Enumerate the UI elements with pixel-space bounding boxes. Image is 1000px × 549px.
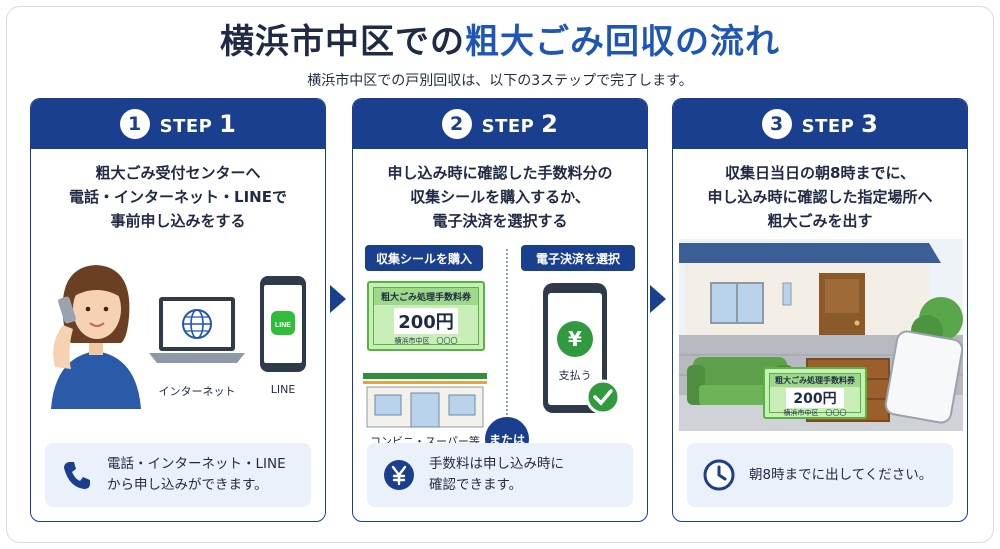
step-3-note: 朝8時までに出してください。 xyxy=(687,443,953,507)
step-3-label: STEP 3 xyxy=(801,110,879,138)
step-2-note: 手数料は申し込み時に 確認できます。 xyxy=(367,443,633,507)
tag-electronic-payment: 電子決済を選択 xyxy=(521,245,635,271)
tag-buy-sticker: 収集シールを購入 xyxy=(365,245,483,271)
convenience-store-illustration xyxy=(363,373,487,428)
step-2-label: STEP 2 xyxy=(481,110,559,138)
fee-ticket: 粗大ごみ処理手数料券 200円 横浜市中区 〇〇〇 xyxy=(367,281,485,351)
step-2-description: 申し込み時に確認した手数料分の 収集シールを購入するか、 電子決済を選択する xyxy=(387,164,613,230)
step-1-label: STEP 1 xyxy=(159,110,237,138)
step-2-number: 2 xyxy=(441,109,472,139)
fee-ticket-step3: 粗大ごみ処理手数料券 200円 横浜市中区 〇〇〇 xyxy=(763,367,867,419)
step-3-description: 収集日当日の朝8時までに、 申し込み時に確認した指定場所へ 粗大ごみを出す xyxy=(707,164,933,230)
yen-icon xyxy=(557,321,593,357)
step-1-number: 1 xyxy=(119,109,150,139)
check-icon xyxy=(585,379,621,415)
page-subtitle: 横浜市中区での戸別回収は、以下の3ステップで完了します。 xyxy=(307,73,693,89)
caption-line: LINE xyxy=(270,383,296,396)
step-3-number: 3 xyxy=(761,109,792,139)
arrow-right-icon xyxy=(650,285,666,313)
phone-icon xyxy=(64,462,90,489)
laptop-illustration xyxy=(149,297,245,363)
arrow-right-icon xyxy=(330,285,346,313)
step-2-card: 2 STEP 2 申し込み時に確認した手数料分の 収集シールを購入するか、 電子… xyxy=(352,98,648,522)
page-title: 横浜市中区での粗大ごみ回収の流れ xyxy=(220,22,780,62)
smartphone-line-illustration: LINE xyxy=(260,276,306,372)
step-2-header: 2 STEP 2 xyxy=(353,99,647,149)
caption-internet: インターネット xyxy=(158,385,236,398)
step-1-header: 1 STEP 1 xyxy=(31,99,325,149)
svg-text:LINE: LINE xyxy=(275,322,291,329)
svg-text:¥: ¥ xyxy=(568,327,582,351)
yen-circle-icon xyxy=(384,460,414,490)
svg-text:支払う: 支払う xyxy=(559,368,592,382)
clock-icon xyxy=(703,459,735,491)
step-1-description: 粗大ごみ受付センターへ 電話・インターネット・LINEで 事前申し込みをする xyxy=(69,164,287,230)
line-app-icon xyxy=(271,311,295,335)
step-3-card: 3 STEP 3 収集日当日の朝8時までに、 申し込み時に確認した指定場所へ 粗… xyxy=(672,98,968,522)
payment-phone-illustration: ¥ 支払う xyxy=(543,283,621,415)
woman-phone-illustration xyxy=(51,265,141,409)
step-3-header: 3 STEP 3 xyxy=(673,99,967,149)
step-1-note: 電話・インターネット・LINE から申し込みができます。 xyxy=(45,443,311,507)
divider-dotted xyxy=(506,249,508,419)
step-1-card: 1 STEP 1 粗大ごみ受付センターへ 電話・インターネット・LINEで 事前… xyxy=(30,98,326,522)
